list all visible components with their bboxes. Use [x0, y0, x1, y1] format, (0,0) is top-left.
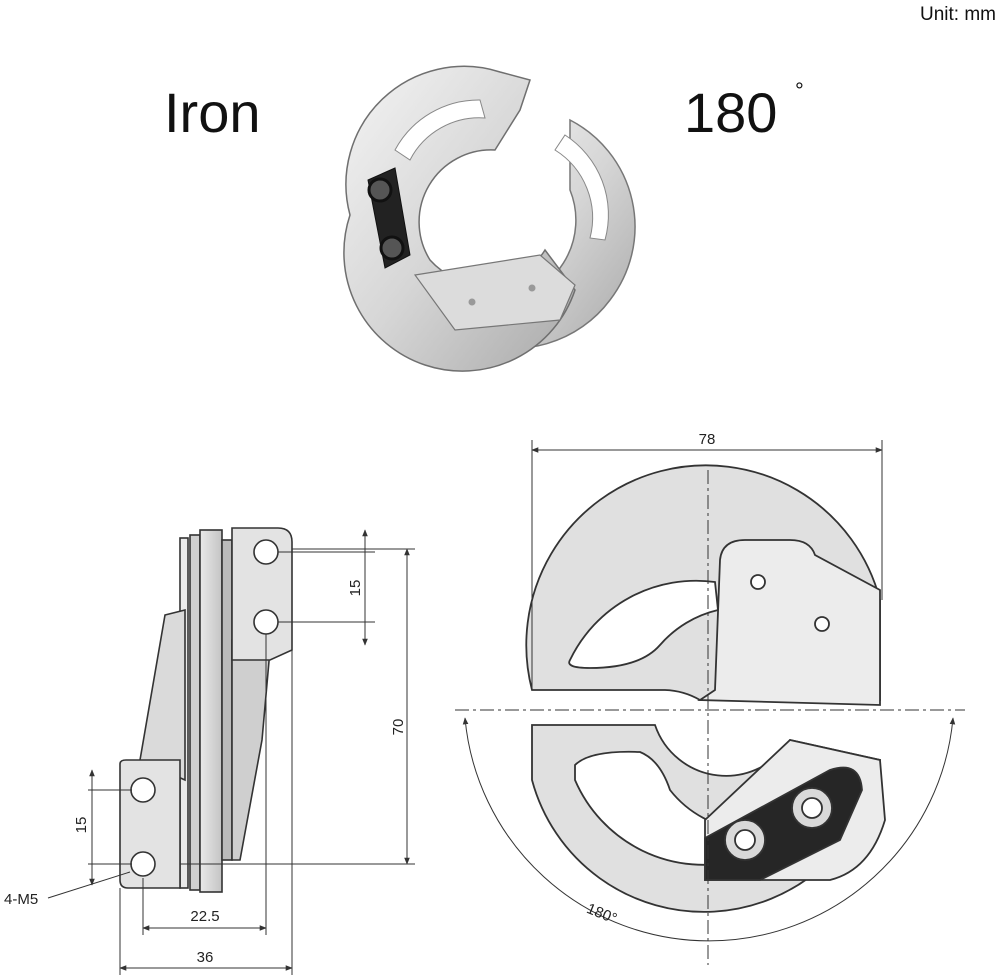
- dim-hole-spacing-bottom: 15: [73, 817, 90, 834]
- dim-offset: 22.5: [190, 908, 219, 925]
- dim-hole-spacing-top: 15: [347, 580, 364, 597]
- screw-note: 4-M5: [4, 891, 38, 908]
- dim-width: 78: [699, 431, 716, 448]
- side-view: [119, 527, 293, 893]
- dim-depth: 36: [197, 949, 214, 966]
- rotation-label: 180°: [584, 900, 619, 927]
- dim-height: 70: [390, 719, 407, 736]
- side-dimensions: [47, 529, 415, 975]
- front-view: [525, 464, 886, 913]
- material-label: Iron: [164, 81, 261, 144]
- front-dimensions: [455, 440, 965, 965]
- product-photo: [343, 65, 636, 372]
- unit-label: Unit: mm: [920, 4, 996, 25]
- angle-label: 180: [684, 81, 778, 144]
- degree-symbol: °: [795, 78, 804, 103]
